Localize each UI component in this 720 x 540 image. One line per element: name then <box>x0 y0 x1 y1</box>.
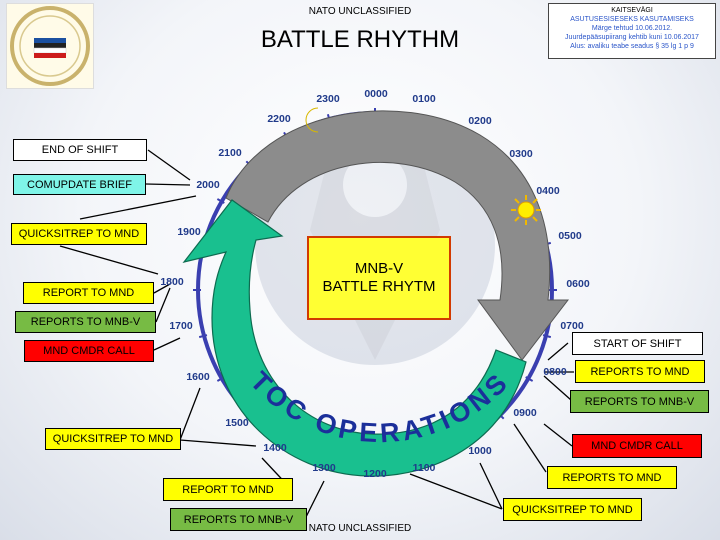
hour-label: 2100 <box>218 147 242 159</box>
event-reports-to-mnbv-0800: REPORTS TO MNB-V <box>570 390 709 413</box>
crescent-moon-icon <box>305 107 319 133</box>
hour-label: 1800 <box>160 276 184 288</box>
sun-icon <box>511 195 541 225</box>
event-mnd-cmdr-call-0900: MND CMDR CALL <box>572 434 702 458</box>
event-quicksitrep-1800: QUICKSITREP TO MND <box>11 223 147 245</box>
event-mnd-cmdr-call-1700: MND CMDR CALL <box>24 340 154 362</box>
event-reports-to-mnd-0900: REPORTS TO MND <box>547 466 677 489</box>
hour-label: 0300 <box>509 148 533 160</box>
stamp-line: Märge tehtud 10.06.2012. <box>591 25 673 32</box>
classification-bottom: NATO UNCLASSIFIED <box>308 523 412 534</box>
hour-label: 0900 <box>513 407 537 419</box>
stamp-line: KAITSEVÄGI <box>611 7 653 14</box>
hour-label: 1900 <box>177 226 201 238</box>
hour-label: 0800 <box>543 366 567 378</box>
hour-label: 0700 <box>560 320 584 332</box>
hour-label: 1200 <box>363 468 387 480</box>
hour-label: 0500 <box>558 230 582 242</box>
stamp-line: Juurdepääsupiirang kehtib kuni 10.06.201… <box>565 34 699 41</box>
hour-tick <box>525 376 534 382</box>
hour-label: 0000 <box>364 88 388 100</box>
event-quicksitrep-1000: QUICKSITREP TO MND <box>503 498 642 521</box>
event-comupdate-brief: COMUPDATE BRIEF <box>13 174 146 195</box>
event-report-to-mnd-1800: REPORT TO MND <box>23 282 154 304</box>
center-title-box: MNB-V BATTLE RHYTM <box>307 236 451 320</box>
unit-crest-logo <box>6 3 94 89</box>
event-start-of-shift: START OF SHIFT <box>572 332 703 355</box>
hour-tick <box>198 334 208 339</box>
hour-label: 1400 <box>263 442 287 454</box>
event-report-to-mnd-1400: REPORT TO MND <box>163 478 293 501</box>
page-title: BATTLE RHYTHM <box>260 26 460 53</box>
hour-label: 1300 <box>312 462 336 474</box>
event-reports-to-mnbv-1800: REPORTS TO MNB-V <box>15 311 156 333</box>
connector-lines <box>59 149 574 520</box>
hour-label: 1500 <box>225 417 249 429</box>
restriction-stamp: KAITSEVÄGI ASUTUSESISESEKS KASUTAMISEKS … <box>548 3 716 59</box>
stamp-line: Alus: avaliku teabe seadus § 35 lg 1 p 9 <box>570 43 694 50</box>
classification-top: NATO UNCLASSIFIED <box>308 6 412 17</box>
green-operations-arrow <box>182 199 527 477</box>
hour-tick <box>216 198 225 204</box>
event-quicksitrep-1400: QUICKSITREP TO MND <box>45 428 181 450</box>
hour-label: 0600 <box>566 278 590 290</box>
event-end-of-shift: END OF SHIFT <box>13 139 147 161</box>
event-reports-to-mnbv-1300: REPORTS TO MNB-V <box>170 508 307 531</box>
hour-label: 0100 <box>412 93 436 105</box>
hour-label: 1100 <box>412 462 436 474</box>
stamp-line: ASUTUSESISESEKS KASUTAMISEKS <box>570 16 694 23</box>
hour-label: 1600 <box>186 371 210 383</box>
hour-label: 1700 <box>169 320 193 332</box>
gray-shift-arrow <box>225 110 570 361</box>
hour-label: 2000 <box>196 179 220 191</box>
hour-tick <box>542 334 552 339</box>
hour-label: 2200 <box>267 113 291 125</box>
center-line: BATTLE RHYTM <box>322 278 436 295</box>
hour-label: 0400 <box>536 185 560 197</box>
hour-label: 0200 <box>468 115 492 127</box>
hour-label: 2300 <box>316 93 340 105</box>
center-line: MNB-V <box>354 260 404 277</box>
hour-label: 1000 <box>468 445 492 457</box>
event-reports-to-mnd-0800: REPORTS TO MND <box>575 360 705 383</box>
